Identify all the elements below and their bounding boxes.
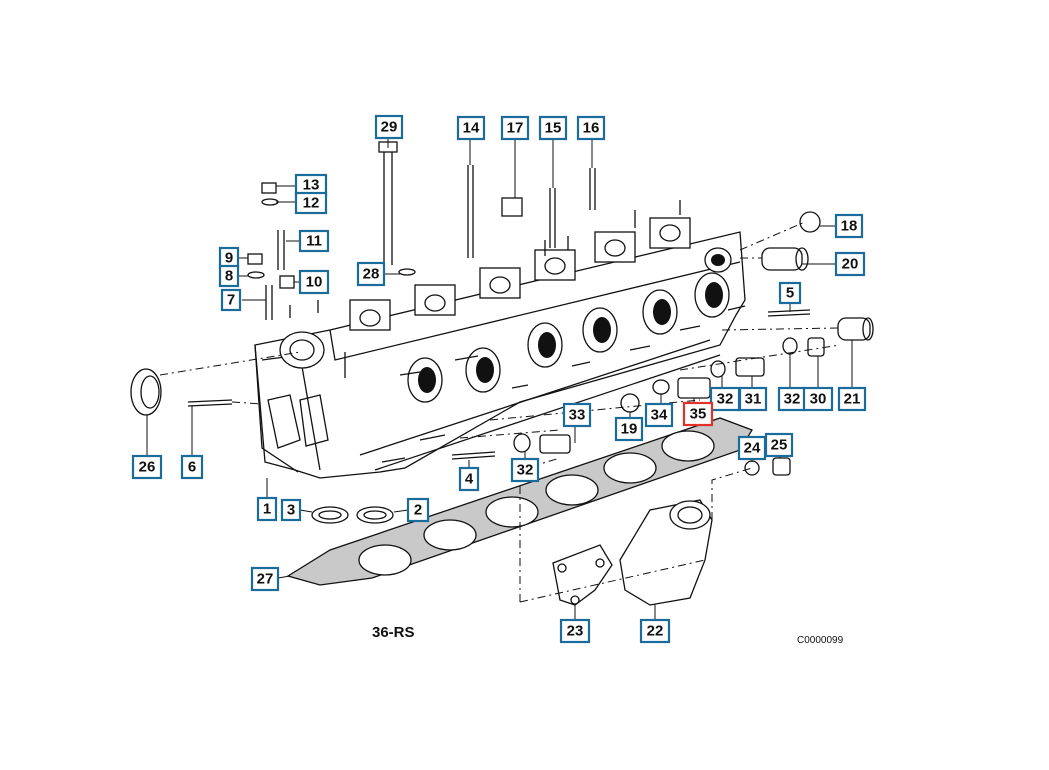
small-parts bbox=[130, 141, 874, 524]
callout-18[interactable]: 18 bbox=[834, 213, 864, 239]
cylinder-head-drawing bbox=[254, 200, 746, 479]
callout-32-c[interactable]: 32 bbox=[510, 457, 540, 483]
callout-11[interactable]: 11 bbox=[298, 229, 330, 253]
callout-16[interactable]: 16 bbox=[576, 115, 606, 141]
callout-8[interactable]: 8 bbox=[218, 264, 240, 288]
callout-23[interactable]: 23 bbox=[559, 618, 591, 644]
callout-33[interactable]: 33 bbox=[562, 402, 592, 428]
callout-12[interactable]: 12 bbox=[294, 191, 328, 215]
callout-14[interactable]: 14 bbox=[456, 115, 486, 141]
callout-20[interactable]: 20 bbox=[834, 251, 866, 277]
callout-29[interactable]: 29 bbox=[374, 114, 404, 140]
callout-4[interactable]: 4 bbox=[458, 466, 480, 492]
callout-22[interactable]: 22 bbox=[639, 618, 671, 644]
callout-3[interactable]: 3 bbox=[280, 498, 302, 522]
callout-25[interactable]: 25 bbox=[764, 432, 794, 458]
diagram-image-code: C0000099 bbox=[797, 635, 844, 646]
callout-27[interactable]: 27 bbox=[250, 566, 280, 592]
cam-bearing-towers bbox=[349, 217, 691, 331]
thermostat-housing-drawing bbox=[552, 499, 713, 606]
callout-19[interactable]: 19 bbox=[614, 416, 644, 442]
callout-32-a[interactable]: 32 bbox=[709, 386, 741, 412]
callout-17[interactable]: 17 bbox=[500, 115, 530, 141]
callout-32-b[interactable]: 32 bbox=[777, 386, 807, 412]
callout-26[interactable]: 26 bbox=[131, 454, 163, 480]
head-gasket-drawing bbox=[286, 417, 753, 586]
callout-5[interactable]: 5 bbox=[778, 281, 802, 305]
callout-10[interactable]: 10 bbox=[298, 269, 330, 295]
callout-28[interactable]: 28 bbox=[356, 261, 386, 287]
callout-6[interactable]: 6 bbox=[180, 454, 204, 480]
leader-lines bbox=[146, 138, 853, 620]
head-studs bbox=[289, 200, 746, 463]
callout-1[interactable]: 1 bbox=[256, 496, 278, 522]
callout-24[interactable]: 24 bbox=[737, 435, 767, 461]
callout-2[interactable]: 2 bbox=[406, 497, 430, 523]
callout-15[interactable]: 15 bbox=[538, 115, 568, 141]
callout-7[interactable]: 7 bbox=[220, 288, 242, 312]
callout-31[interactable]: 31 bbox=[738, 386, 768, 412]
callout-35[interactable]: 35 bbox=[682, 401, 714, 427]
callout-21[interactable]: 21 bbox=[837, 386, 867, 412]
callout-34[interactable]: 34 bbox=[644, 402, 674, 428]
diagram-reference-label: 36-RS bbox=[372, 624, 415, 641]
callout-30[interactable]: 30 bbox=[802, 386, 834, 412]
ports bbox=[407, 247, 732, 403]
